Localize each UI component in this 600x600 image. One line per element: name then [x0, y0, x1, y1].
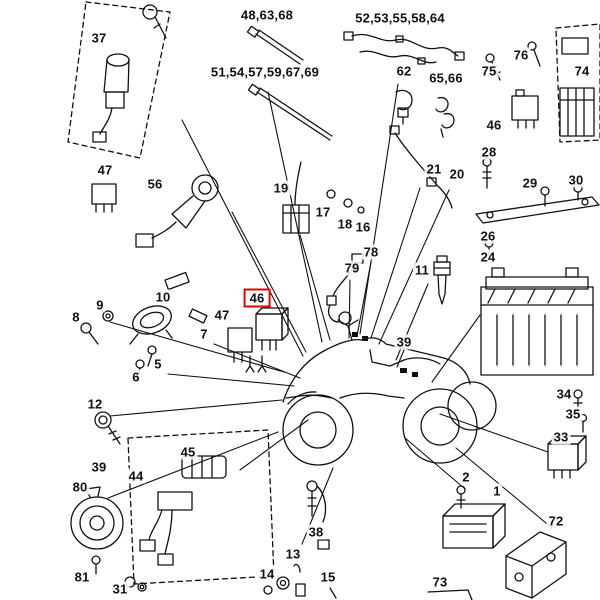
relay-icon-47-main — [227, 327, 267, 373]
key-icon — [142, 4, 167, 39]
main-switch-icon — [135, 174, 219, 248]
part-label-26[interactable]: 26 — [478, 228, 498, 244]
part-label-81[interactable]: 81 — [72, 569, 92, 585]
part-label-56[interactable]: 56 — [145, 176, 165, 192]
part-label-37[interactable]: 37 — [89, 30, 109, 46]
part-label-75[interactable]: 75 — [479, 63, 499, 79]
part-label-30[interactable]: 30 — [566, 172, 586, 188]
cable-tie-icon-a — [246, 25, 304, 65]
part-label-13[interactable]: 13 — [283, 546, 303, 562]
oil-sensor-icon-38 — [306, 480, 330, 550]
part-label-12[interactable]: 12 — [85, 396, 105, 412]
part-label-48-63-68[interactable]: 48,63,68 — [238, 7, 296, 23]
part-label-46[interactable]: 46 — [243, 288, 271, 308]
part-label-65-66[interactable]: 65,66 — [427, 70, 465, 86]
part-label-31[interactable]: 31 — [110, 581, 130, 597]
part-label-20[interactable]: 20 — [447, 166, 467, 182]
part-label-7[interactable]: 7 — [198, 326, 210, 342]
part-label-24[interactable]: 24 — [478, 249, 498, 265]
clamp-icon-65-66 — [435, 96, 455, 138]
part-label-29[interactable]: 29 — [520, 175, 540, 191]
part-label-39[interactable]: 39 — [89, 459, 109, 475]
group-box-fuse — [555, 23, 600, 143]
relay-icon-46-top — [511, 89, 539, 129]
part-label-18[interactable]: 18 — [335, 216, 355, 232]
cdi-small-unit-icon — [282, 161, 365, 234]
part-label-46[interactable]: 46 — [484, 117, 504, 133]
nut-icon-31 — [124, 576, 147, 592]
bushing-icon-7 — [188, 308, 208, 324]
part-label-78[interactable]: 78 — [361, 244, 381, 260]
part-label-35[interactable]: 35 — [563, 406, 583, 422]
bolt-icon-81 — [91, 555, 101, 575]
bracket-icon-29-30 — [475, 183, 600, 224]
sensor-parts-bottom — [263, 563, 337, 599]
part-label-76[interactable]: 76 — [511, 47, 531, 63]
relay-icon-47-top — [91, 183, 117, 213]
part-label-19[interactable]: 19 — [271, 180, 291, 196]
cdi-unit-icon-1 — [442, 503, 506, 549]
part-label-45[interactable]: 45 — [178, 444, 198, 460]
part-label-34[interactable]: 34 — [554, 386, 574, 402]
part-label-74[interactable]: 74 — [572, 63, 592, 79]
ignition-coil-icon — [129, 271, 190, 345]
part-label-21[interactable]: 21 — [424, 161, 444, 177]
battery-icon — [480, 267, 594, 376]
bracket-icon-73 — [427, 589, 473, 600]
part-label-72[interactable]: 72 — [546, 513, 566, 529]
clamp-icon-62 — [395, 89, 413, 125]
part-label-8[interactable]: 8 — [70, 309, 82, 325]
part-label-52-53-55-58-64[interactable]: 52,53,55,58,64 — [353, 10, 447, 26]
part-label-73[interactable]: 73 — [430, 574, 450, 590]
unit-icon-44 — [139, 491, 193, 566]
part-label-39[interactable]: 39 — [394, 334, 414, 350]
part-label-79[interactable]: 79 — [342, 260, 362, 276]
bolt-icon-8 — [80, 322, 99, 345]
bracket-icon-72 — [505, 531, 567, 599]
spark-plug-icon — [433, 255, 451, 305]
part-label-44[interactable]: 44 — [126, 468, 146, 484]
group-box-regulator — [127, 429, 275, 585]
fuse-box-icon — [559, 37, 595, 137]
part-label-11[interactable]: 11 — [412, 262, 432, 278]
part-label-9[interactable]: 9 — [94, 297, 106, 313]
lead-wire-icon-20-21 — [389, 125, 453, 209]
part-label-16[interactable]: 16 — [353, 219, 373, 235]
bolt-icon-5 — [147, 345, 157, 367]
part-label-15[interactable]: 15 — [318, 569, 338, 585]
washer-icon-9 — [102, 310, 114, 322]
part-label-2[interactable]: 2 — [460, 469, 472, 485]
bolt-icon-76 — [527, 41, 541, 67]
ignition-switch-icon — [92, 53, 130, 143]
part-label-62[interactable]: 62 — [394, 63, 414, 79]
part-label-33[interactable]: 33 — [551, 429, 571, 445]
harness-connector-dots — [352, 332, 418, 377]
part-label-80[interactable]: 80 — [70, 479, 90, 495]
part-label-5[interactable]: 5 — [152, 356, 164, 372]
cable-tie-icon-b — [247, 83, 333, 141]
part-label-10[interactable]: 10 — [153, 289, 173, 305]
part-label-28[interactable]: 28 — [479, 144, 499, 160]
part-label-6[interactable]: 6 — [130, 369, 142, 385]
part-label-17[interactable]: 17 — [313, 204, 333, 220]
part-label-14[interactable]: 14 — [257, 566, 277, 582]
wire-harness-icon — [343, 31, 465, 65]
atv-illustration — [282, 319, 497, 466]
relay-icon-46-main — [255, 307, 289, 351]
part-label-51-54-57-59-67-69[interactable]: 51,54,57,59,67,69 — [208, 64, 322, 80]
part-label-47[interactable]: 47 — [95, 162, 115, 178]
part-label-1[interactable]: 1 — [491, 483, 503, 499]
bolt-icon-12 — [94, 411, 121, 445]
bolt-icon-2 — [456, 485, 466, 509]
group-box-ignition — [67, 1, 171, 159]
regulator-icon-45 — [181, 455, 227, 479]
part-label-47[interactable]: 47 — [212, 307, 232, 323]
part-label-38[interactable]: 38 — [306, 524, 326, 540]
